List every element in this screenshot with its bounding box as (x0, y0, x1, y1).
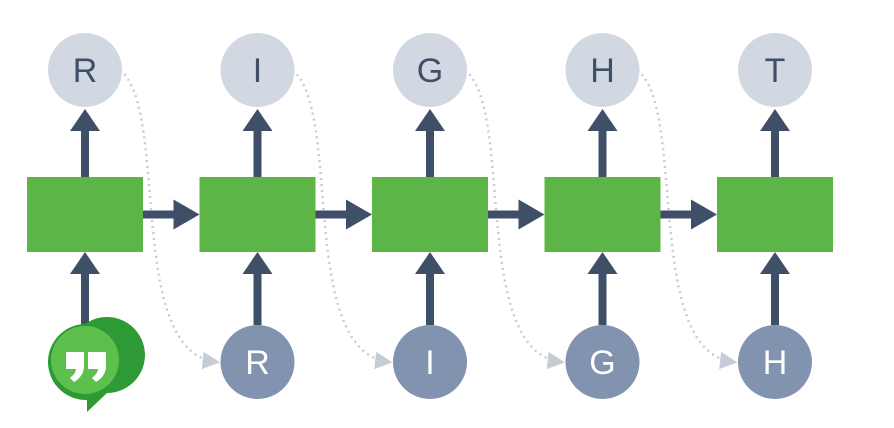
input-label: H (763, 344, 788, 382)
input-label: I (425, 344, 434, 382)
output-label: I (253, 52, 262, 90)
output-arrow-4 (587, 109, 618, 177)
recurrent-arrow-3 (488, 199, 545, 230)
feedback-link-3 (464, 69, 565, 370)
rnn-cell-2 (199, 177, 316, 252)
feedback-link-1 (119, 69, 220, 370)
input-node-3: I (393, 325, 467, 399)
input-node-4: G (565, 325, 640, 399)
input-arrow-4 (587, 252, 618, 325)
feedback-link-4 (636, 69, 738, 370)
output-label: R (73, 52, 98, 90)
input-arrow-2 (242, 252, 273, 325)
rnn-cell-1 (27, 177, 143, 252)
input-arrow-3 (415, 252, 445, 325)
output-node-2: I (220, 33, 295, 107)
output-arrow-2 (242, 109, 273, 177)
output-arrow-1 (70, 109, 100, 177)
output-node-1: R (48, 33, 122, 107)
input-node-5: H (738, 325, 812, 399)
output-node-3: G (393, 33, 467, 107)
output-label: G (417, 52, 443, 90)
input-label: G (589, 344, 615, 382)
output-arrow-5 (760, 109, 790, 177)
hangouts-quote-icon (47, 316, 145, 412)
output-arrow-3 (415, 109, 445, 177)
output-label: H (590, 52, 615, 90)
recurrent-arrow-2 (315, 199, 372, 230)
input-arrow-5 (760, 252, 790, 325)
input-node-2: R (220, 325, 295, 399)
output-node-5: T (738, 33, 812, 107)
rnn-cell-3 (372, 177, 488, 252)
recurrent-arrow-4 (660, 199, 717, 230)
output-node-4: H (565, 33, 640, 107)
feedback-link-2 (291, 69, 393, 370)
input-arrow-1 (70, 252, 100, 325)
output-label: T (765, 52, 786, 90)
recurrent-arrow-1 (143, 199, 200, 230)
input-label: R (245, 344, 270, 382)
rnn-cell-5 (717, 177, 833, 252)
rnn-cell-4 (544, 177, 661, 252)
